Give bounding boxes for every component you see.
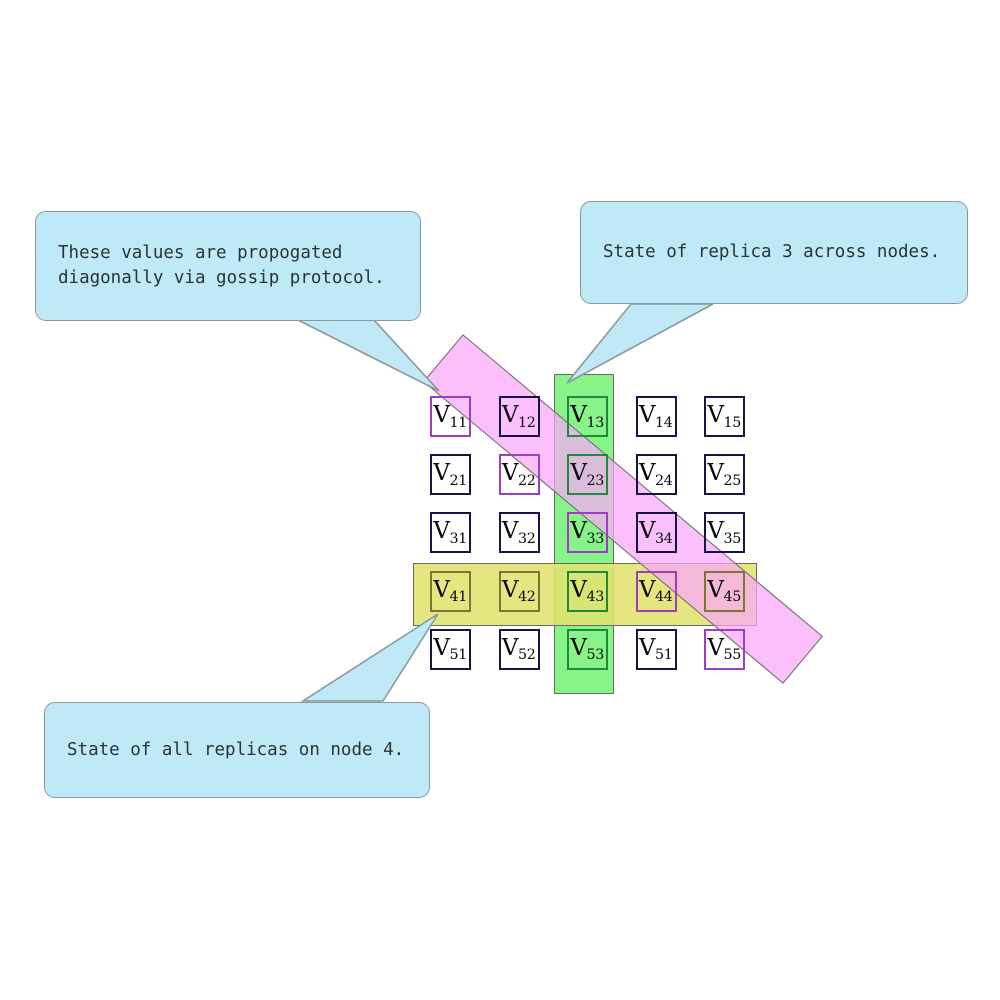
grid-cell-label: V44 [638,576,673,606]
grid-cell-label: V15 [707,402,742,431]
callout-tail-replica3 [566,303,714,384]
grid-cell-label: V52 [501,634,536,664]
grid-cell-V25: V25 [704,454,745,496]
callout-gossip-diagonal-text: These values are propogated diagonally v… [58,243,385,288]
grid-cell-V23: V23 [567,454,608,496]
grid-cell-V13: V13 [567,396,608,437]
callout-node-4: State of all replicas on node 4. [44,702,430,798]
grid-cell-label: V32 [501,518,536,547]
grid-cell-label: V24 [638,460,673,489]
grid-cell-V32: V32 [498,512,540,554]
grid-cell-V35: V35 [704,512,745,554]
grid-cell-V44: V44 [635,570,677,612]
grid-cell-V12: V12 [498,396,540,437]
callout-tail-diagonal [295,318,440,392]
grid-cell-V22: V22 [498,454,540,496]
grid-cell-label: V43 [570,576,605,606]
callout-node-4-text: State of all replicas on node 4. [67,739,405,760]
grid-cell-V55: V55 [704,628,745,670]
grid-cell-label: V25 [707,460,742,489]
grid-cell-V15: V15 [704,396,745,437]
grid-cell-V43: V43 [567,570,608,612]
grid-cell-V53: V53 [567,628,608,670]
grid-cell-V14: V14 [635,396,677,437]
grid-cell-label: V55 [707,634,742,664]
grid-cell-label: V33 [570,518,605,547]
grid-cell-label: V14 [638,402,673,431]
grid-cell-label: V34 [638,518,673,547]
grid-cell-V51: V51 [430,628,471,670]
grid-cell-V24: V24 [635,454,677,496]
callout-replica-3-text: State of replica 3 across nodes. [603,242,941,262]
grid-cell-label: V42 [501,576,536,606]
grid-cell-V52: V52 [498,628,540,670]
grid-cell-V21: V21 [430,454,471,496]
grid-cell-V33: V33 [567,512,608,554]
grid-cell-V31: V31 [430,512,471,554]
grid-cell-V51: V51 [635,628,677,670]
grid-cell-label: V45 [707,576,742,606]
grid-cell-label: V21 [433,460,468,489]
grid-cell-label: V11 [433,402,468,431]
grid-cell-label: V31 [433,518,468,547]
grid-cell-V42: V42 [498,570,540,612]
callout-gossip-diagonal: These values are propogated diagonally v… [35,211,421,321]
grid-cell-label: V35 [707,518,742,547]
grid-cell-label: V51 [638,634,673,664]
grid-cell-V34: V34 [635,512,677,554]
grid-cell-label: V41 [433,576,468,606]
grid-cell-V45: V45 [704,570,745,612]
callout-tail-node4 [300,613,439,702]
grid-cell-V11: V11 [430,396,471,437]
grid-cell-label: V51 [433,634,468,664]
grid-cell-label: V23 [570,460,605,489]
grid-cell-label: V12 [501,402,536,431]
grid-cell-label: V13 [570,402,605,431]
grid-cell-V41: V41 [430,570,471,612]
grid-cell-label: V53 [570,634,605,664]
grid-cell-label: V22 [501,460,536,489]
callout-replica-3: State of replica 3 across nodes. [580,201,968,304]
